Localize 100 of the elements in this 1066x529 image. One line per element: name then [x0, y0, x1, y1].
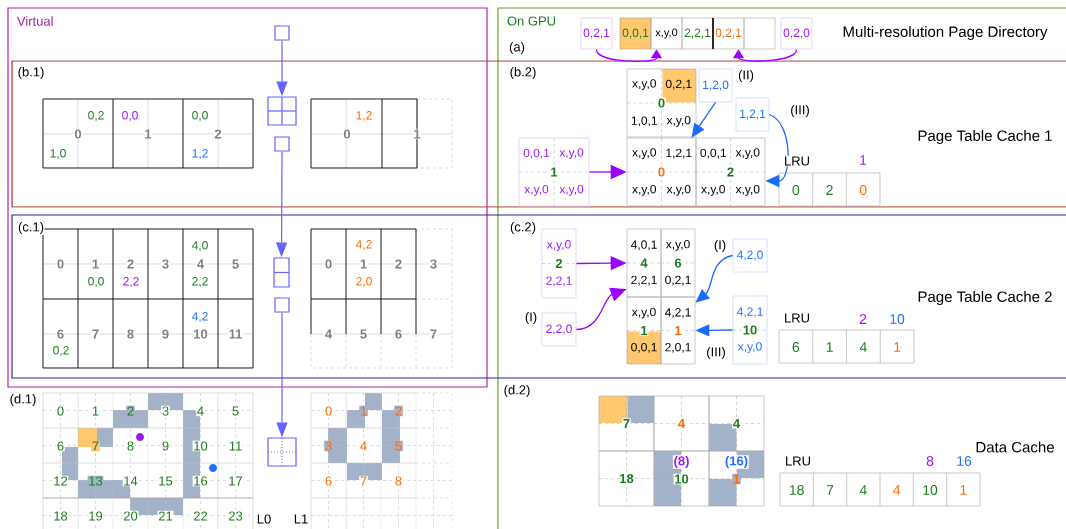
counter-label: 10 [888, 313, 906, 325]
tile-number: 3 [324, 440, 333, 452]
step-label: (I) [713, 239, 727, 253]
address-box: 1,2,1 [735, 97, 770, 132]
node-label: 4 [859, 342, 867, 352]
tile-number: 1 [91, 405, 100, 417]
tile-number: 0 [324, 405, 333, 417]
tile-number: 9 [161, 440, 170, 452]
node-label: 1 [826, 342, 833, 352]
tile-number: 6 [324, 475, 333, 487]
square-icon [274, 25, 290, 41]
tile-number: 2 [126, 405, 135, 417]
tile-number: 4 [359, 440, 368, 452]
counter-label: 16 [955, 455, 973, 467]
list-heading: LRU [783, 155, 811, 167]
coordinate-label: 0,2 [86, 110, 106, 122]
tile-number: 22 [192, 510, 209, 522]
page-number: 0 [73, 128, 83, 140]
section-title: Page Table Cache 2 [916, 290, 1054, 306]
page-number: 6 [56, 328, 65, 340]
data-tile: 4 [708, 395, 765, 452]
page-number: 8 [126, 328, 135, 340]
tile-number: 8 [394, 475, 403, 487]
page-tile: x,y,0 0,2,1 0 1,0,1 x,y,0 [626, 68, 697, 138]
coordinate-label: 1,0 [48, 148, 68, 160]
data-tile: (16) 1 [708, 450, 765, 507]
panel-label: (b.1) [16, 66, 46, 80]
arrow [732, 48, 798, 62]
address-box: 0,2,1 [580, 17, 613, 50]
page-number: 0 [342, 128, 352, 140]
section-title: Multi-resolution Page Directory [841, 25, 1049, 41]
page-number: 3 [429, 258, 438, 270]
page-number: 2 [394, 258, 403, 270]
tile-number: 17 [227, 475, 244, 487]
tile-number: 16 [192, 475, 209, 487]
counter-label: 1 [858, 154, 868, 166]
address-box: 1,2,0 [698, 68, 733, 103]
page-number: 9 [161, 328, 170, 340]
page-number: 11 [227, 328, 244, 340]
tile-number: 12 [52, 475, 69, 487]
coordinate-label: 0,0 [120, 110, 140, 122]
counter-label: 2 [858, 313, 868, 325]
panel-label: (c.1) [17, 221, 45, 235]
address-box: 4,2,0 [732, 238, 768, 273]
coordinate-label: 2,2 [121, 276, 141, 288]
page-tile: 0,0,1 x,y,0 2 x,y,0 x,y,0 [695, 137, 766, 207]
tile-number: 18 [52, 510, 69, 522]
coordinate-label: 1,2 [190, 148, 210, 160]
tile-number: 0 [56, 405, 65, 417]
list-heading: LRU [784, 455, 812, 467]
step-label: (I) [524, 311, 538, 325]
step-label: (III) [789, 104, 811, 118]
lru-list: 6 1 4 1 [778, 329, 915, 364]
section-title: Page Table Cache 1 [916, 129, 1054, 145]
node-label: 10 [923, 485, 938, 495]
panel-label: (c.2) [509, 221, 537, 235]
tile-number: 19 [87, 510, 104, 522]
tile-number: 4 [196, 405, 205, 417]
coordinate-label: 1,2 [354, 110, 374, 122]
tile-number: 6 [56, 440, 65, 452]
page-number: 0 [324, 258, 333, 270]
tile-number: 7 [359, 475, 368, 487]
page-number: 4 [196, 258, 205, 270]
page-tile: 4,0,1 4 2,2,1 [626, 228, 662, 298]
section-title: Data Cache [974, 440, 1056, 454]
tile-number: 5 [394, 440, 403, 452]
address-box: 0,2,0 [780, 17, 813, 50]
page-number: 7 [91, 328, 100, 340]
list-heading: LRU [783, 312, 811, 324]
tile-number: 15 [157, 475, 174, 487]
tile-number: 3 [161, 405, 170, 417]
node-label: 18 [789, 485, 804, 495]
tile-number: 7 [91, 440, 100, 452]
page-number: 3 [161, 258, 170, 270]
square-icon [274, 297, 290, 313]
coordinate-label: 4,2 [190, 311, 210, 323]
data-tile: 7 [598, 395, 655, 452]
panel-label: (d.2) [502, 384, 532, 398]
page-number: 4 [324, 328, 333, 340]
arrow [695, 254, 734, 303]
page-number: 10 [192, 328, 209, 340]
page-number: 5 [359, 328, 368, 340]
page-number: 2 [126, 258, 135, 270]
node-label: 1 [960, 485, 967, 495]
page-tile: x,y,0 1 0,0,1 [626, 296, 662, 365]
tile-number: 21 [157, 510, 174, 522]
tile-number: 1 [359, 405, 368, 417]
panel-label: (d.1) [8, 393, 38, 407]
page-tile: 4,2,1 10 x,y,0 [732, 295, 768, 365]
tile-number: 11 [228, 440, 243, 452]
node-label: 4 [893, 485, 901, 495]
page-tile: 0,0,1 x,y,0 1 x,y,0 x,y,0 [518, 137, 590, 207]
data-tile: 18 [598, 450, 655, 507]
node-label: 1 [894, 342, 901, 352]
coordinate-label: 0,0 [190, 110, 210, 122]
grid-icon [267, 96, 297, 126]
tile-number: 2 [394, 405, 403, 417]
address-box: 2,2,0 [541, 312, 577, 347]
tile-number: 23 [227, 510, 244, 522]
page-number: 1 [143, 128, 153, 140]
